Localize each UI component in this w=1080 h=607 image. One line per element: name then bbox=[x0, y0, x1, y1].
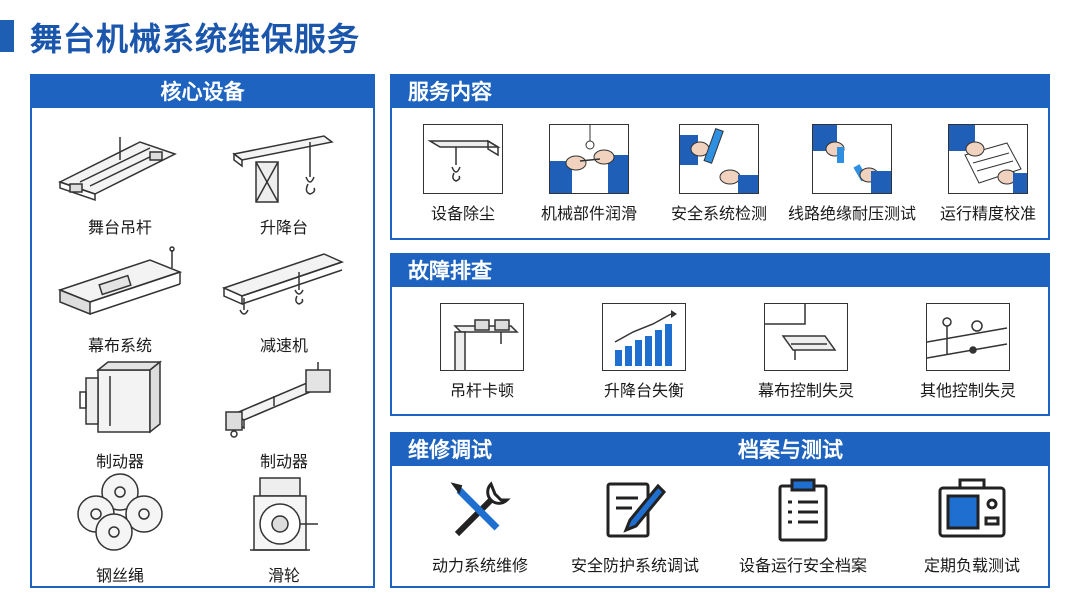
lubrication-icon bbox=[549, 124, 629, 194]
stage-batten-icon bbox=[58, 137, 177, 202]
core-item-pulley: 滑轮 bbox=[204, 468, 364, 586]
clipboard-icon bbox=[778, 478, 828, 542]
repair-header-title: 维修调试 bbox=[408, 438, 492, 462]
repair-item-label: 动力系统维修 bbox=[431, 556, 528, 575]
fault-diagnosis-header: 故障排查 bbox=[392, 255, 1048, 287]
wrench-screwdriver-icon bbox=[450, 481, 511, 537]
repair-archive-panel: 维修调试 档案与测试 动力系统维修 bbox=[390, 432, 1050, 588]
repair-item-safety-protection: 安全防护系统调试 bbox=[560, 476, 710, 576]
service-item-label: 运行精度校准 bbox=[939, 204, 1036, 223]
service-item-safety-check: 安全系统检测 bbox=[660, 124, 778, 224]
core-item-lift-platform: 升降台 bbox=[204, 122, 364, 238]
curtain-control-icon bbox=[764, 303, 848, 371]
core-equipment-header: 核心设备 bbox=[32, 76, 373, 108]
curtain-system-icon bbox=[57, 246, 183, 316]
fault-diagnosis-panel: 故障排查 吊杆卡顿 升降台失衡 幕布控制失灵 其他控制失灵 bbox=[390, 253, 1050, 416]
core-item-reducer: 减速机 bbox=[204, 240, 364, 356]
other-control-icon bbox=[926, 303, 1010, 371]
repair-archive-header: 维修调试 档案与测试 bbox=[392, 434, 1048, 466]
core-item-label: 制动器 bbox=[95, 452, 144, 471]
core-item-label: 钢丝绳 bbox=[95, 566, 144, 585]
core-item-brake-box: 制动器 bbox=[40, 356, 200, 472]
core-item-wire-rope: 钢丝绳 bbox=[40, 468, 200, 586]
pulley-icon bbox=[250, 477, 318, 551]
service-item-insulation-test: 线路绝缘耐压测试 bbox=[782, 124, 922, 224]
core-item-label: 制动器 bbox=[259, 452, 308, 471]
title-accent-bar bbox=[0, 20, 14, 52]
reducer-icon bbox=[221, 253, 345, 315]
archive-item-label: 定期负载测试 bbox=[923, 556, 1020, 575]
fault-item-curtain-control: 幕布控制失灵 bbox=[746, 303, 866, 401]
core-item-label: 减速机 bbox=[259, 336, 308, 355]
insulation-test-icon bbox=[812, 124, 892, 194]
calibration-icon bbox=[948, 124, 1028, 194]
core-item-curtain-system: 幕布系统 bbox=[40, 240, 200, 356]
service-content-panel: 服务内容 设备除尘 机械部件润滑 安全系统检测 线路绝缘耐压测试 bbox=[390, 74, 1050, 240]
service-item-calibration: 运行精度校准 bbox=[932, 124, 1044, 224]
service-item-label: 安全系统检测 bbox=[670, 204, 767, 223]
service-item-lubrication: 机械部件润滑 bbox=[530, 124, 648, 224]
fault-item-lift-imbalance: 升降台失衡 bbox=[584, 303, 704, 401]
service-content-header: 服务内容 bbox=[392, 76, 1048, 108]
safety-check-icon bbox=[679, 124, 759, 194]
fault-item-other-control: 其他控制失灵 bbox=[908, 303, 1028, 401]
brake-cylinder-icon bbox=[225, 362, 331, 438]
core-item-label: 舞台吊杆 bbox=[87, 218, 152, 237]
archive-header-title: 档案与测试 bbox=[738, 438, 843, 462]
core-equipment-panel: 核心设备 舞台吊杆 bbox=[30, 74, 375, 588]
bar-chart-icon bbox=[602, 303, 686, 371]
service-item-label: 线路绝缘耐压测试 bbox=[787, 204, 916, 223]
document-pen-icon bbox=[606, 482, 667, 538]
core-item-label: 幕布系统 bbox=[87, 336, 152, 355]
core-item-label: 滑轮 bbox=[267, 566, 300, 585]
page-title: 舞台机械系统维保服务 bbox=[30, 20, 361, 58]
core-item-label: 升降台 bbox=[259, 218, 308, 237]
batten-jam-icon bbox=[440, 303, 524, 371]
wire-rope-icon bbox=[77, 473, 163, 551]
service-item-label: 设备除尘 bbox=[430, 204, 495, 223]
fault-item-label: 升降台失衡 bbox=[603, 381, 684, 400]
brake-box-icon bbox=[79, 360, 163, 434]
fault-item-label: 其他控制失灵 bbox=[919, 381, 1016, 400]
fault-item-label: 吊杆卡顿 bbox=[449, 381, 514, 400]
lift-platform-icon bbox=[232, 135, 334, 203]
archive-item-safety-records: 设备运行安全档案 bbox=[728, 476, 878, 576]
repair-item-label: 安全防护系统调试 bbox=[570, 556, 699, 575]
archive-item-label: 设备运行安全档案 bbox=[738, 556, 867, 575]
repair-item-power-system: 动力系统维修 bbox=[410, 476, 550, 576]
service-item-label: 机械部件润滑 bbox=[540, 204, 637, 223]
fault-item-label: 幕布控制失灵 bbox=[757, 381, 854, 400]
core-item-stage-batten: 舞台吊杆 bbox=[40, 122, 200, 238]
fault-item-batten-jam: 吊杆卡顿 bbox=[422, 303, 542, 401]
test-instrument-icon bbox=[938, 478, 1006, 538]
core-item-brake-cylinder: 制动器 bbox=[204, 356, 364, 472]
service-item-dust-removal: 设备除尘 bbox=[404, 124, 522, 224]
dust-removal-icon bbox=[423, 124, 503, 194]
archive-item-load-test: 定期负载测试 bbox=[902, 476, 1042, 576]
